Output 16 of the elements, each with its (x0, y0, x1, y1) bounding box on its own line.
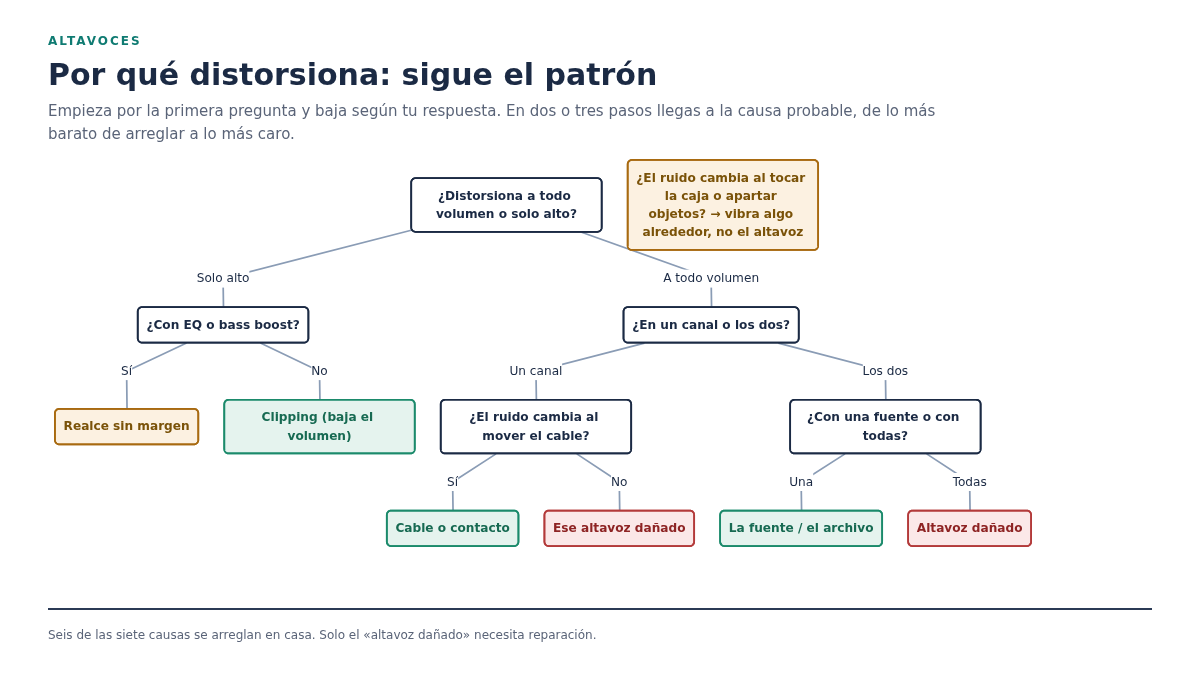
edge-label: Sí (121, 363, 133, 378)
footer-note: Seis de las siete causas se arreglan en casa. Solo el «altavoz dañado» necesita reparación. (48, 628, 597, 642)
edge-label: No (611, 474, 628, 489)
edge-label: Todas (952, 474, 987, 489)
edge-label: Un canal (509, 363, 563, 378)
connector (575, 453, 621, 512)
subtitle: Empieza por la primera pregunta y baja según tu respuesta. En dos o tres pasos llegas a la causa probable, de lo más barato de arreglar a lo más caro. (48, 101, 937, 145)
connector (800, 453, 846, 512)
title: Por qué distorsiona: sigue el patrón (48, 57, 659, 92)
edge-label: Los dos (862, 363, 909, 378)
edge-label: Una (789, 474, 814, 489)
eyebrow-heading: ALTAVOCES (48, 34, 142, 48)
edge-label: Solo alto (196, 271, 250, 286)
edge-label: No (311, 363, 328, 378)
edge-label: Sí (447, 474, 459, 489)
edge-label: A todo volumen (663, 271, 760, 286)
